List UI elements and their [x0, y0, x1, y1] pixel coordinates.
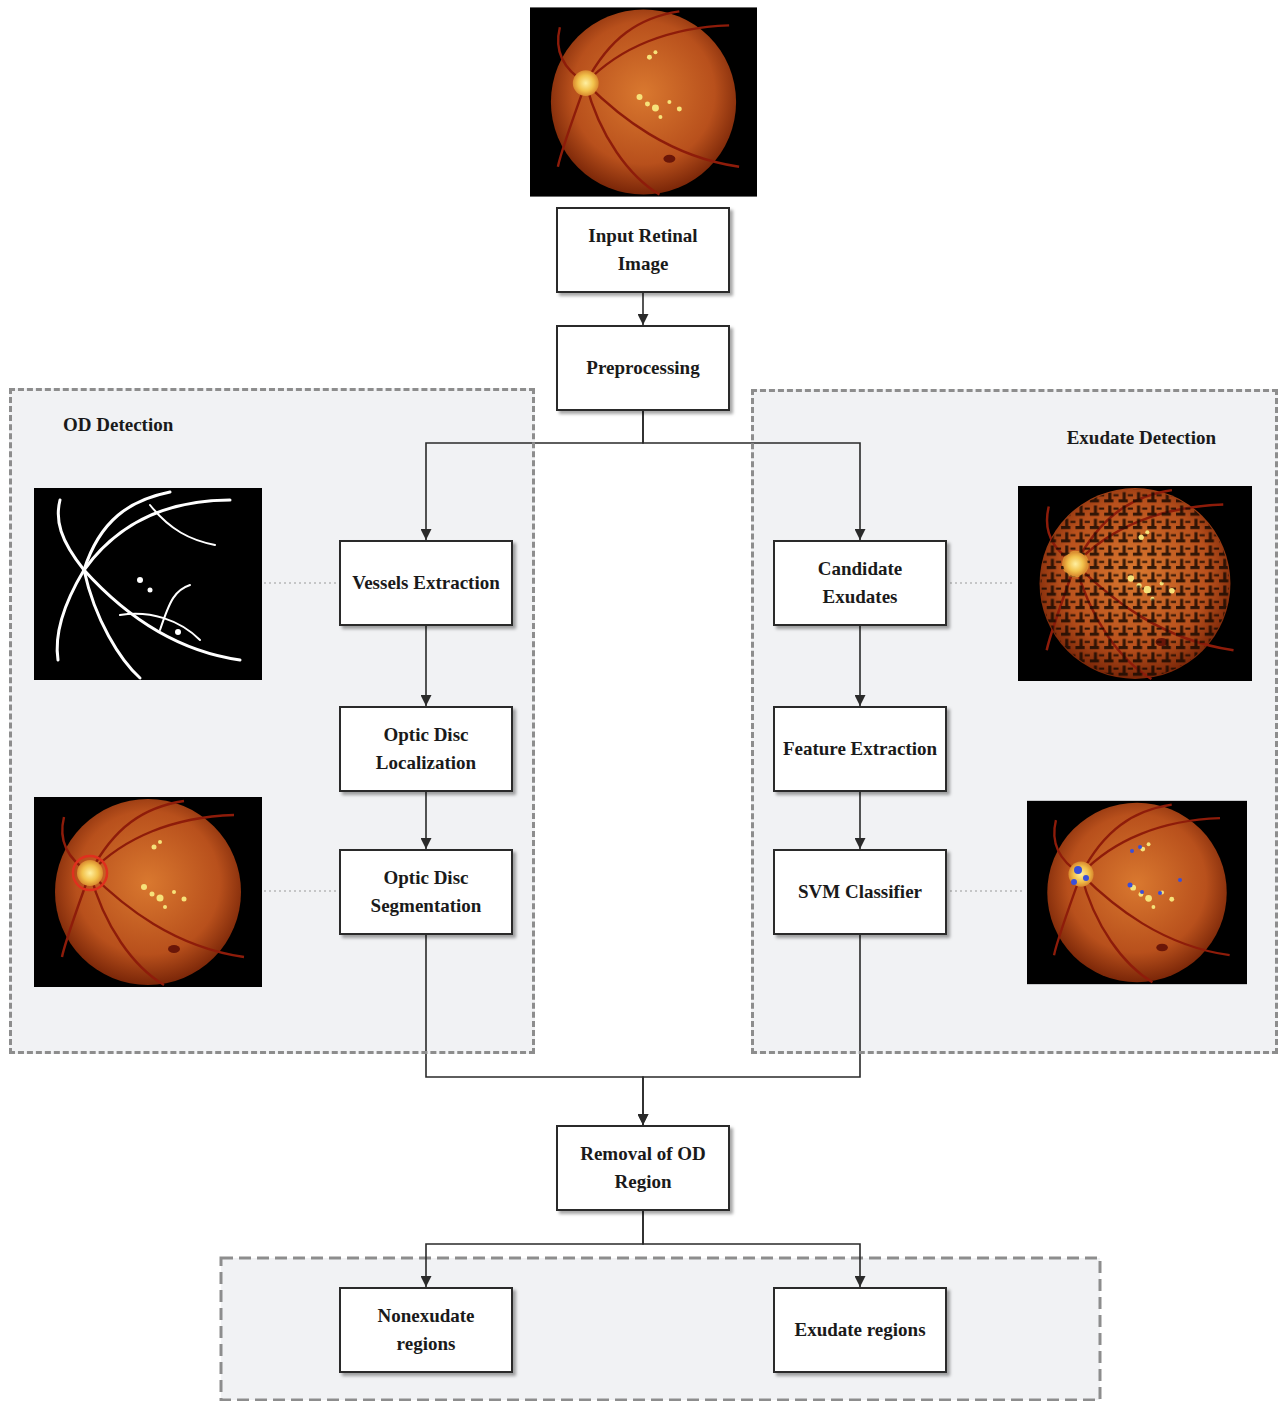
panel-heading: Exudate Detection — [1067, 427, 1216, 449]
box-label: Feature Extraction — [783, 735, 937, 763]
box-label: Removal of OD Region — [564, 1140, 722, 1195]
process-box: Input Retinal Image — [556, 207, 730, 293]
box-label: Nonexudate regions — [347, 1302, 505, 1357]
flow-arrow — [859, 626, 861, 706]
box-label: Optic Disc Segmentation — [347, 864, 505, 919]
box-label: Input Retinal Image — [564, 222, 722, 277]
box-label: Vessels Extraction — [352, 569, 500, 597]
process-box: Candidate Exudates — [773, 540, 947, 626]
process-box: SVM Classifier — [773, 849, 947, 935]
group-panel: Exudate DetectionCandidate ExudatesFeatu… — [751, 389, 1278, 1054]
flow-arrow — [425, 792, 427, 849]
box-label: Exudate regions — [794, 1316, 925, 1344]
box-label: Candidate Exudates — [781, 555, 939, 610]
process-box: Preprocessing — [556, 325, 730, 411]
process-box: Nonexudate regions — [339, 1287, 513, 1373]
flow-arrow — [642, 293, 644, 325]
flow-arrow — [425, 626, 427, 706]
box-label: Optic Disc Localization — [347, 721, 505, 776]
box-label: SVM Classifier — [798, 878, 922, 906]
process-box: Vessels Extraction — [339, 540, 513, 626]
process-box: Removal of OD Region — [556, 1125, 730, 1211]
process-box: Feature Extraction — [773, 706, 947, 792]
process-box: Optic Disc Localization — [339, 706, 513, 792]
flow-arrow — [859, 792, 861, 849]
flow-arrow — [643, 1211, 860, 1287]
process-box: Exudate regions — [773, 1287, 947, 1373]
process-box: Optic Disc Segmentation — [339, 849, 513, 935]
flow-arrow — [426, 1211, 643, 1287]
panel-heading: OD Detection — [63, 414, 173, 436]
box-label: Preprocessing — [586, 354, 699, 382]
group-panel: OD DetectionVessels ExtractionOptic Disc… — [9, 388, 535, 1054]
